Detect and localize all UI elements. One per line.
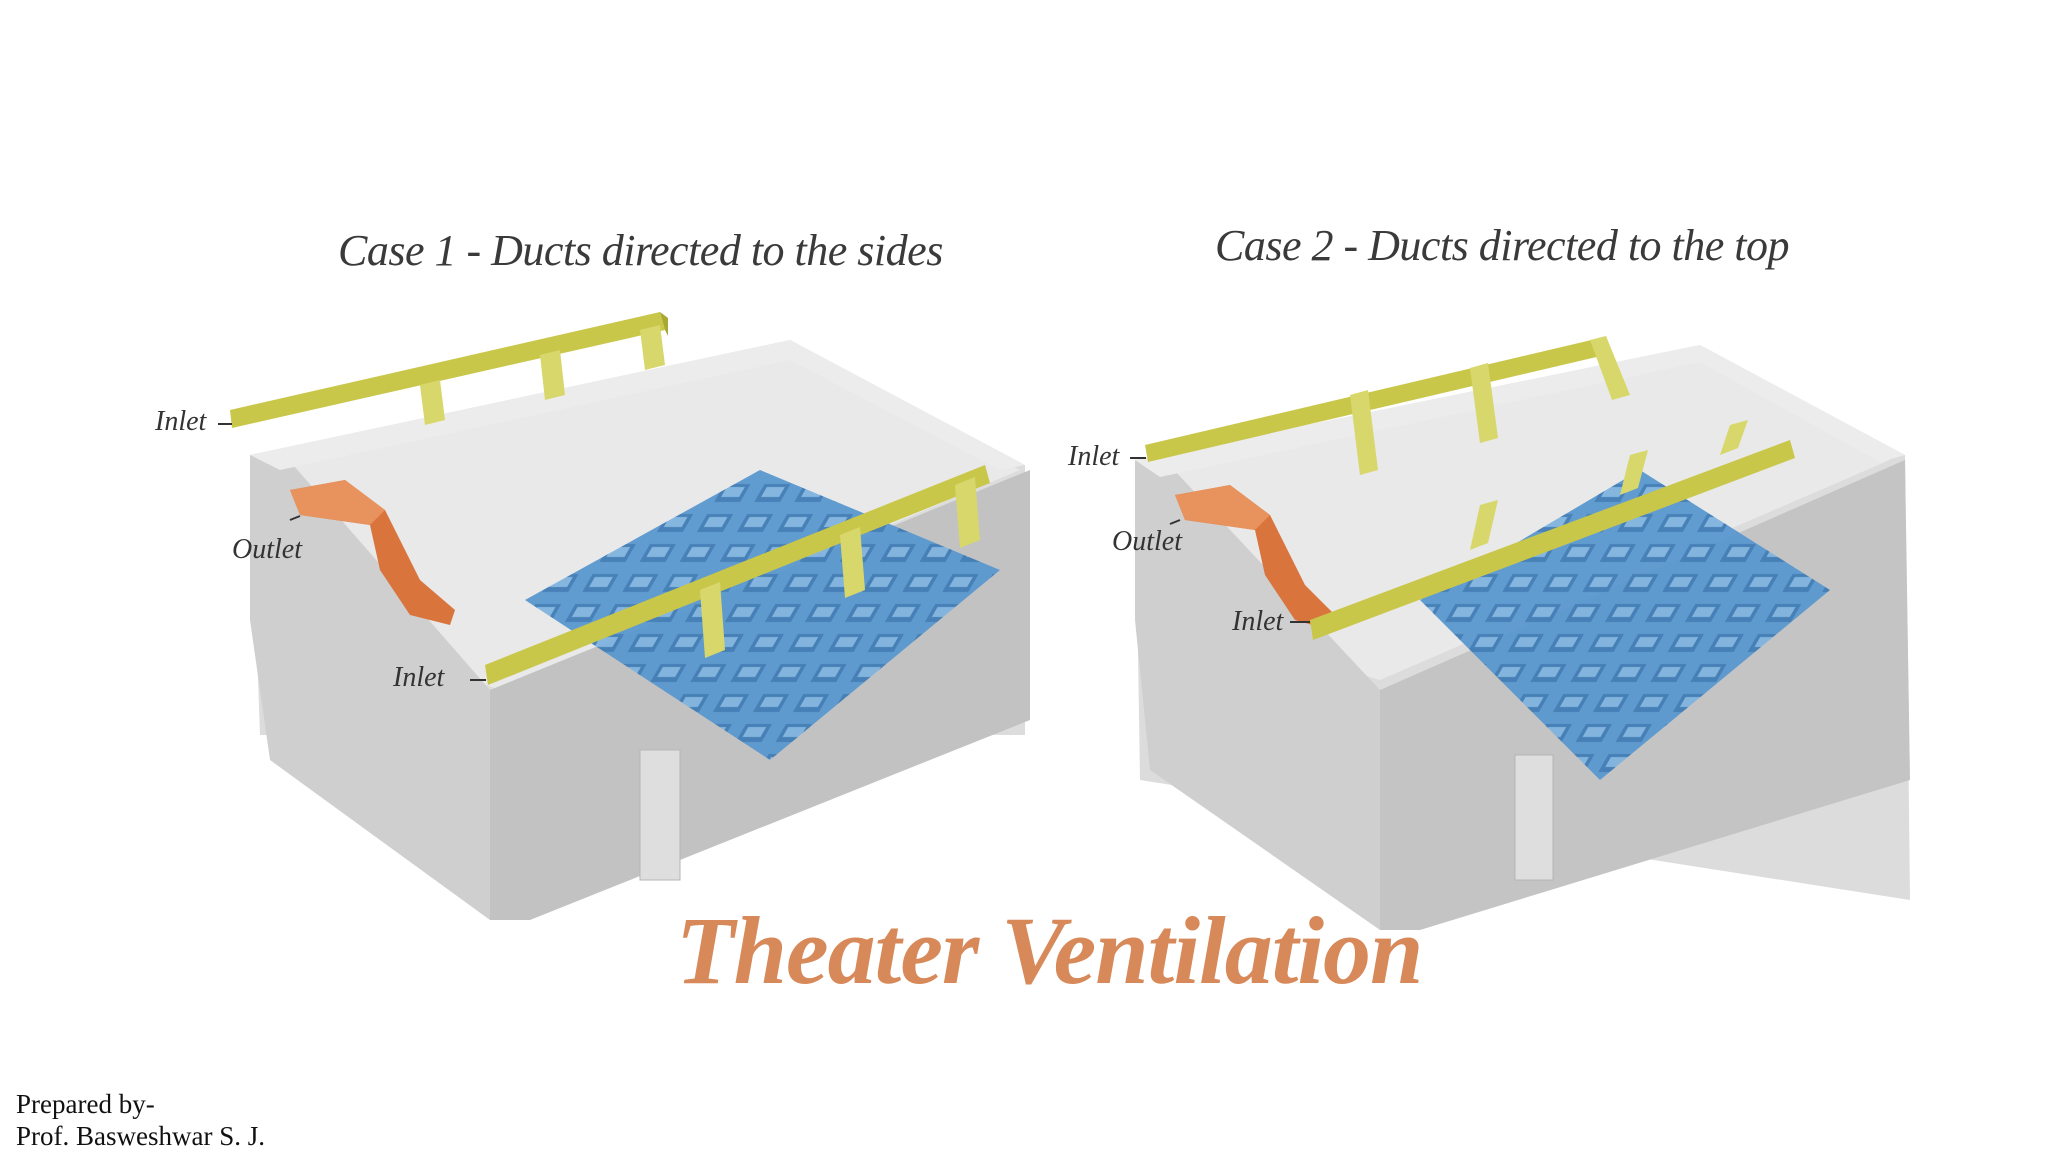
case1-outlet-duct: [290, 480, 455, 625]
case2-left-wall: [1135, 455, 1380, 930]
case2-outlet-duct: [1175, 485, 1335, 630]
case1-title: Case 1 - Ducts directed to the sides: [338, 226, 943, 275]
case2-inlet-label-front: Inlet: [1232, 606, 1284, 637]
case1-door: [639, 749, 681, 881]
case1-front-duct: [485, 465, 990, 685]
case1-left-wall: [250, 450, 490, 920]
case1-outlet-label: Outlet: [232, 534, 302, 565]
main-title: Theater Ventilation: [676, 897, 1423, 1004]
credit: Prepared by- Prof. Basweshwar S. J.: [16, 1088, 265, 1152]
credit-line-2: Prof. Basweshwar S. J.: [16, 1121, 265, 1151]
case2-outlet-label: Outlet: [1112, 526, 1182, 557]
case1-seating: [525, 470, 1000, 760]
case2-title: Case 2 - Ducts directed to the top: [1215, 221, 1790, 270]
case1-inlet-label-front: Inlet: [393, 662, 445, 693]
case2-rim: [1135, 345, 1905, 477]
case2-back-duct: [1145, 336, 1630, 475]
flow-arrows: [218, 423, 1310, 681]
case1-back-duct: [230, 312, 668, 428]
credit-line-1: Prepared by-: [16, 1089, 155, 1119]
case2-front-duct: [1310, 420, 1795, 640]
case1-rim: [250, 340, 1025, 470]
case2-door: [1514, 754, 1554, 881]
case1-inlet-label-back: Inlet: [155, 406, 207, 437]
case2-inlet-label-back: Inlet: [1068, 441, 1120, 472]
